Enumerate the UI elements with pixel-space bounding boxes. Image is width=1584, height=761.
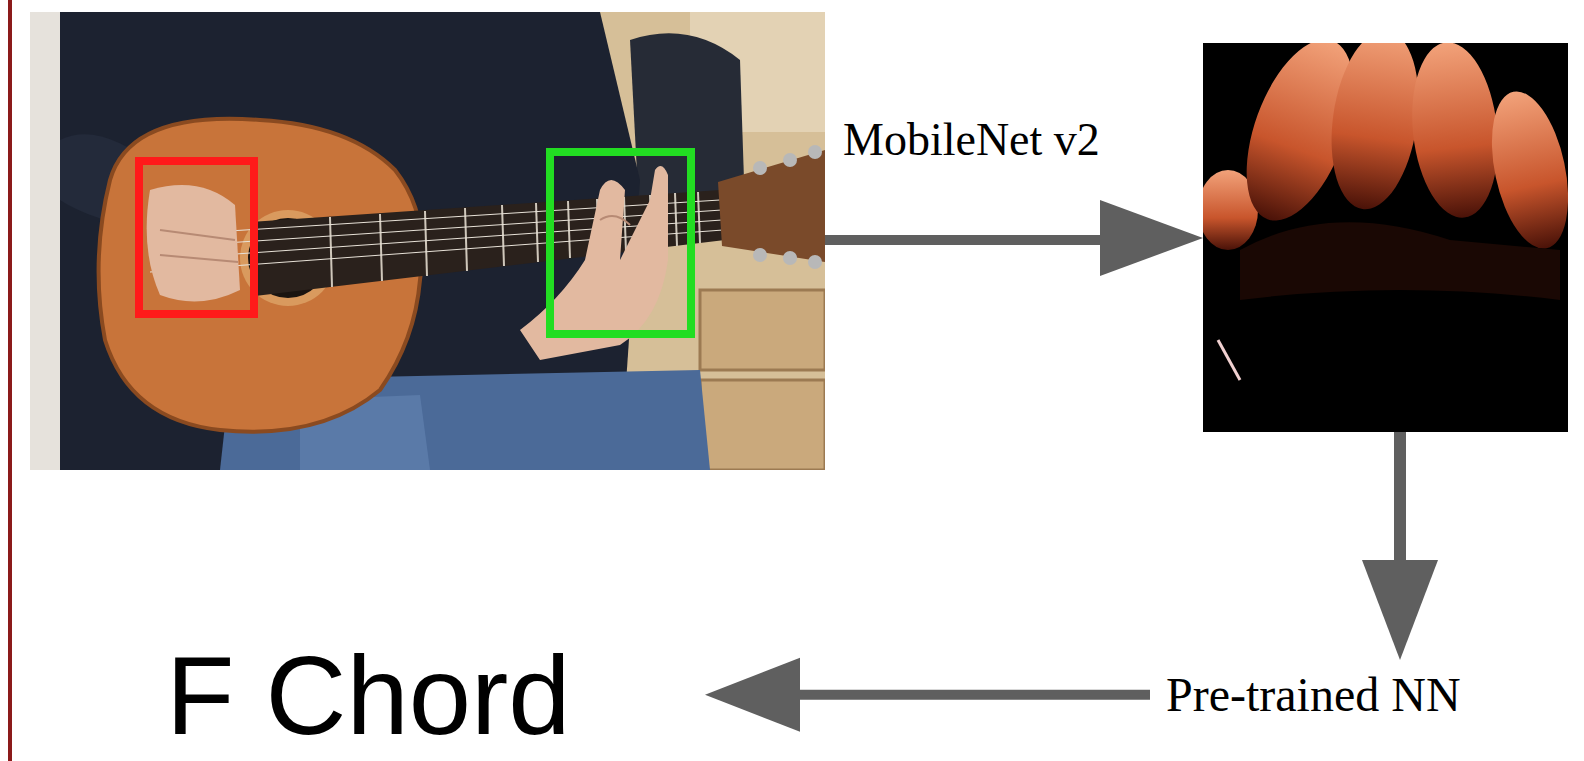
illustration-part: [718, 150, 825, 262]
illustration-part: [1100, 200, 1203, 276]
flow-arrow: [705, 658, 1150, 732]
illustration-part: [698, 192, 700, 243]
node-text: F Chord: [166, 634, 571, 757]
guitar-photo: [30, 12, 825, 470]
illustration-part: [465, 208, 467, 271]
flow-arrow: [825, 200, 1438, 660]
illustration-part: [783, 153, 797, 167]
illustration-part: [753, 248, 767, 262]
illustration-part: [1218, 340, 1240, 380]
arrow-head: [705, 658, 800, 732]
illustration-part: [30, 12, 825, 470]
border-line: [8, 0, 12, 761]
illustration-part: [700, 290, 825, 370]
illustration-part: [160, 230, 238, 262]
illustration-part: [1240, 222, 1560, 300]
illustration-part: [700, 380, 825, 470]
illustration-part: [808, 145, 822, 159]
connector-line: [792, 690, 1150, 700]
illustration-part: [1362, 560, 1438, 660]
model-step: Pre-trained NN: [1160, 664, 1467, 726]
illustration-part: [1479, 84, 1568, 255]
illustration-part: [139, 161, 254, 314]
illustration-part: [783, 251, 797, 265]
illustration-part: [753, 161, 767, 175]
illustration-part: [675, 193, 677, 246]
node-text: Pre-trained NN: [1166, 666, 1461, 724]
illustration-part: [1394, 432, 1406, 570]
illustration-part: [600, 216, 630, 225]
illustration-part: [550, 152, 691, 334]
result-text: F Chord: [160, 632, 577, 759]
feature-map: [1203, 43, 1568, 432]
illustration-part: [147, 185, 240, 301]
illustration-part: [330, 217, 332, 287]
illustration-part: [825, 235, 1110, 245]
illustration-part: [624, 197, 626, 252]
illustration-part: [1404, 43, 1506, 222]
illustration-part: [753, 145, 822, 269]
illustration-part: [808, 255, 822, 269]
illustration-part: [425, 211, 427, 276]
step-label: MobileNet v2: [843, 112, 1100, 167]
illustration-part: [380, 214, 382, 281]
